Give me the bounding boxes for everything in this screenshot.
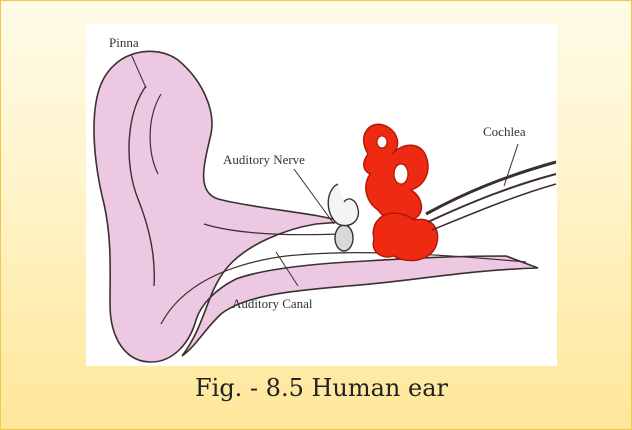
label-auditory-nerve: Auditory Nerve [223,152,305,167]
figure-caption: Fig. - 8.5 Human ear [86,372,557,404]
ear-diagram-panel: Pinna Auditory Nerve Cochlea Auditory Ca… [86,24,557,366]
eardrum-shape [335,225,353,251]
label-cochlea: Cochlea [483,124,526,139]
label-auditory-canal: Auditory Canal [232,296,313,311]
cochlea-shape [373,213,437,260]
ossicles-shape [328,184,358,226]
cochlea-leader-line [504,144,518,186]
nerve-bundle-mid [428,174,556,222]
canal-loop-hole [377,136,387,148]
ear-diagram: Pinna Auditory Nerve Cochlea Auditory Ca… [86,24,557,366]
cochlea-spiral-hole [394,164,408,184]
pinna-shape [94,51,538,362]
label-pinna: Pinna [109,35,139,50]
nerve-bundle-low [432,184,556,230]
